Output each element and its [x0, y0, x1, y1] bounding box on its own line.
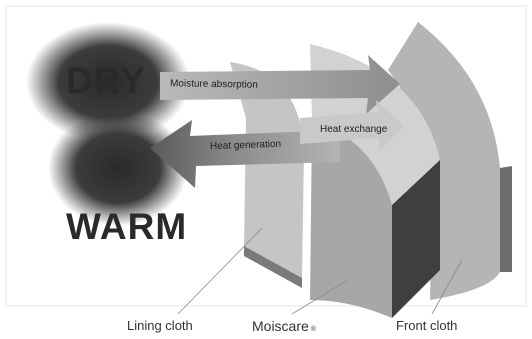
moiscare-caption-text: Moiscare: [252, 318, 309, 334]
lining-cloth-caption: Lining cloth: [127, 318, 193, 333]
warm-label: WARM: [66, 208, 187, 245]
moisture-absorption-label: Moisture absorption: [170, 78, 258, 91]
front-cloth-edge: [500, 166, 512, 272]
heat-exchange-label: Heat exchange: [320, 124, 387, 135]
front-cloth-caption: Front cloth: [396, 318, 457, 333]
lining-cloth-leader: [178, 228, 262, 314]
dry-label: DRY: [66, 62, 146, 99]
registered-mark: ®: [311, 326, 316, 333]
moiscare-caption: Moiscare®: [252, 318, 316, 334]
